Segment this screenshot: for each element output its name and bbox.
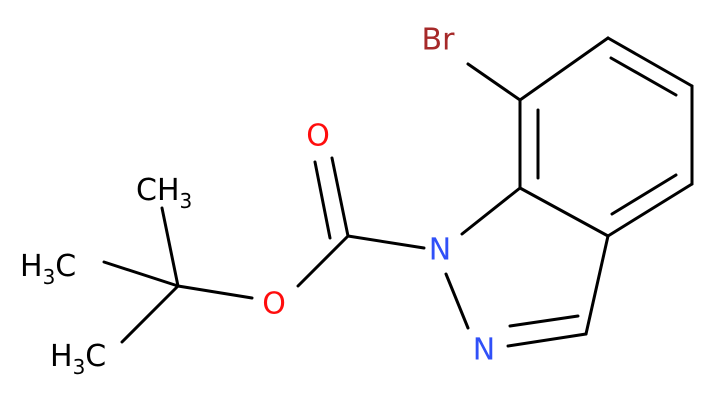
bond-c7-br	[466, 62, 522, 102]
bond-c3a-c3	[584, 234, 610, 336]
bond-cq-ch3-top	[160, 206, 180, 288]
bromine-label: Br	[422, 23, 456, 58]
atom-labels: Br O O N N CH3 H3C H3C	[20, 23, 495, 380]
bond-c4-c3a	[606, 182, 694, 238]
n1-label: N	[429, 233, 451, 268]
methyl-left-lower-sub: 3	[73, 355, 86, 379]
methyl-top-main: CH	[136, 173, 180, 208]
bond-c3-n2	[506, 332, 588, 348]
bond-carbonyl-o	[330, 156, 350, 238]
bond-ccarbonyl-oester	[296, 234, 350, 288]
bond-c4-c3a-inner	[610, 173, 678, 216]
methyl-left-upper-sub: 3	[43, 265, 56, 289]
bond-carbonyl-o-inner	[313, 160, 332, 240]
n2-label: N	[473, 333, 495, 368]
methyl-left-upper-tail: C	[55, 249, 76, 284]
bond-n1-n2	[444, 272, 470, 330]
methyl-left-lower-main: H	[50, 339, 73, 374]
bond-c3a-c7a	[518, 186, 610, 238]
bond-c3-n2-inner	[508, 314, 580, 328]
bond-oester-cq	[176, 284, 254, 300]
bond-lines	[102, 36, 694, 348]
methyl-left-upper-main: H	[20, 249, 43, 284]
methyl-top-label: CH3	[136, 173, 192, 213]
bond-cq-ch3-left-lower	[120, 284, 180, 344]
ester-oxygen-label: O	[262, 287, 286, 322]
bond-n1-ccarbonyl	[346, 234, 426, 250]
bond-c7-c6	[518, 36, 610, 102]
bond-c6-c5	[606, 36, 694, 88]
methyl-left-lower-label: H3C	[50, 339, 106, 379]
bond-c6-c5-inner	[609, 56, 678, 97]
methyl-left-lower-tail: C	[85, 339, 106, 374]
bond-cq-ch3-left-upper	[102, 260, 180, 288]
methyl-left-upper-label: H3C	[20, 249, 76, 289]
methyl-top-sub: 3	[180, 189, 193, 213]
bond-c7a-n1	[460, 186, 522, 236]
carbonyl-oxygen-label: O	[306, 119, 330, 154]
